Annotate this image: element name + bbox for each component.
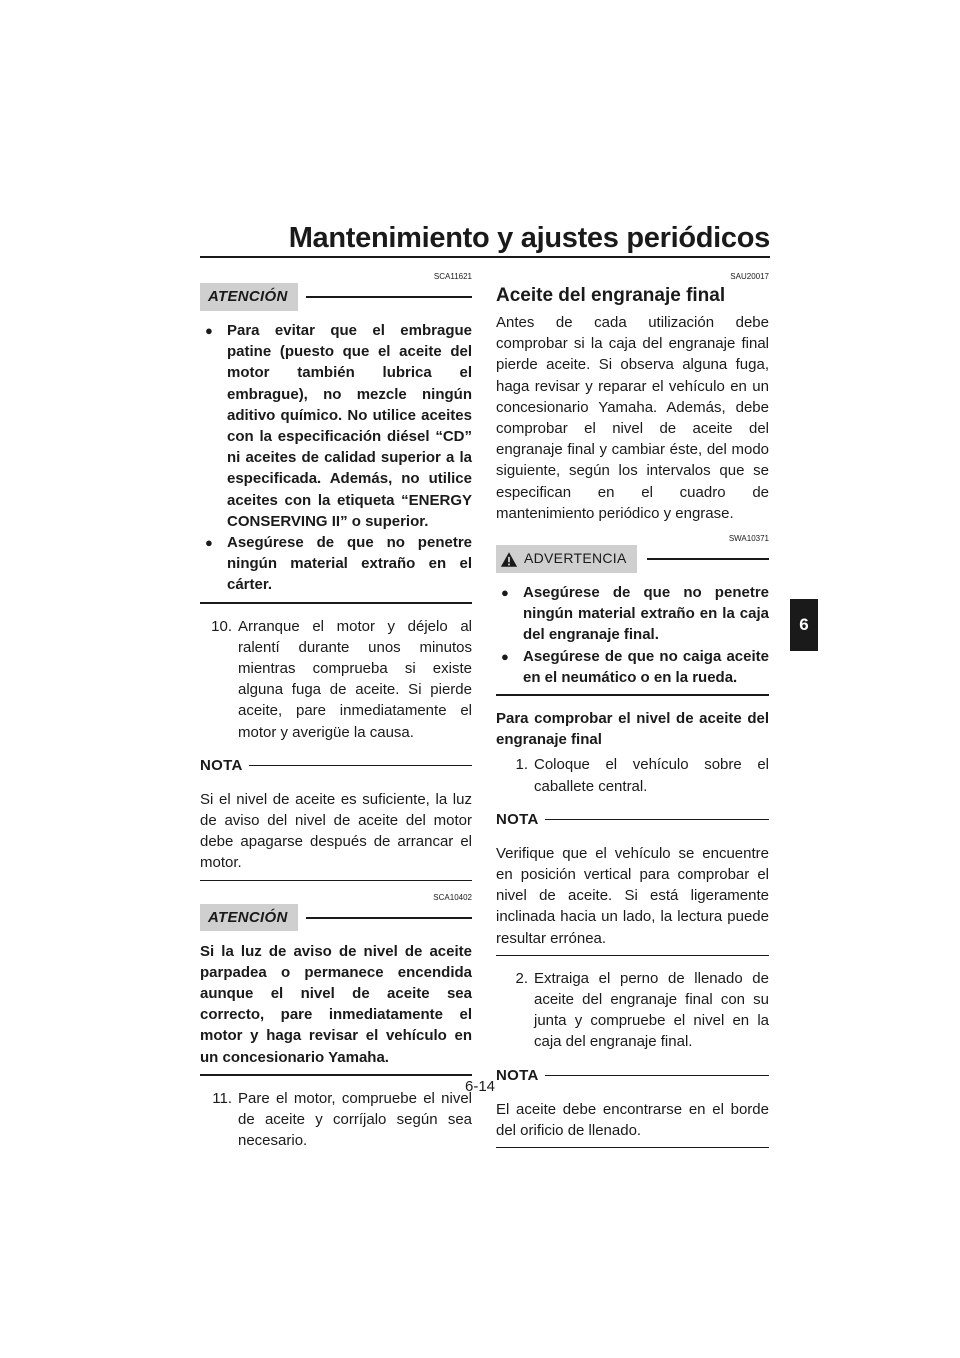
ref-code: SCA10402	[433, 892, 472, 902]
nota-label: NOTA	[496, 811, 539, 829]
header-rule	[544, 819, 769, 821]
nota-label: NOTA	[200, 757, 243, 775]
ref-code: SCA11621	[433, 272, 472, 281]
right-column: SAU20017 Aceite del engranaje final Ante…	[496, 272, 769, 1160]
nota-end-rule	[496, 1147, 769, 1149]
warning-label: ADVERTENCIA	[524, 550, 627, 567]
header-rule	[248, 765, 472, 767]
caution-item-text: Asegúrese de que no penetre ningún mater…	[227, 534, 472, 594]
nota-header: NOTA	[200, 753, 472, 779]
step-number: 11.	[212, 1089, 232, 1107]
header-rule	[646, 558, 769, 561]
warning-triangle-icon	[500, 551, 518, 567]
caution-end-rule	[200, 601, 472, 604]
bullet-icon: ●	[501, 585, 509, 601]
page-title: Mantenimiento y ajustes periódicos	[288, 222, 771, 254]
nota-text: El aceite debe encontrarse en el borde d…	[496, 1100, 769, 1139]
step-text: Extraiga el perno de llenado de aceite d…	[534, 969, 769, 1051]
warning-item: ● Asegúrese de que no caiga aceite en el…	[496, 646, 769, 688]
caution-item: ● Para evitar que el embrague patine (pu…	[200, 320, 472, 532]
step-1: 1. Coloque el vehículo sobre el caballet…	[496, 754, 769, 796]
caution-text: Si la luz de aviso de nivel de aceite pa…	[200, 942, 472, 1066]
nota-header: NOTA	[496, 1063, 769, 1089]
step-11: 11. Pare el motor, compruebe el nivel de…	[200, 1088, 472, 1152]
caution-end-rule	[200, 1073, 472, 1076]
header-rule	[305, 296, 472, 298]
warning-item-text: Asegúrese de que no penetre ningún mater…	[523, 584, 769, 644]
step-text: Pare el motor, compruebe el nivel de ace…	[238, 1089, 472, 1150]
step-2: 2. Extraiga el perno de llenado de aceit…	[496, 968, 769, 1053]
subheading: Para comprobar el nivel de aceite del en…	[496, 710, 769, 749]
caution-item-text: Para evitar que el embrague patine (pues…	[227, 322, 472, 530]
nota-header: NOTA	[496, 807, 769, 833]
step-number: 1.	[515, 756, 528, 774]
caution-label: ATENCIÓN	[200, 904, 298, 932]
page-number: 6-14	[464, 1078, 496, 1095]
step-text: Coloque el vehículo sobre el caballete c…	[534, 756, 769, 795]
nota-text: Si el nivel de aceite es suficiente, la …	[200, 790, 472, 872]
ref-code: SWA10371	[728, 534, 769, 544]
bullet-icon: ●	[205, 323, 213, 338]
step-text: Arranque el motor y déjelo al ralentí du…	[238, 617, 472, 741]
step-10: 10. Arranque el motor y déjelo al ralent…	[200, 616, 472, 743]
warning-item: ● Asegúrese de que no penetre ningún mat…	[496, 582, 769, 646]
step-number: 2.	[515, 969, 528, 987]
title-rule	[200, 256, 770, 258]
section-intro: Antes de cada utilización debe comprobar…	[496, 314, 769, 522]
caution-header: ATENCIÓN	[200, 904, 472, 932]
header-rule	[544, 1075, 769, 1077]
step-number: 10.	[211, 617, 232, 635]
warning-badge: ADVERTENCIA	[496, 545, 637, 573]
bullet-icon: ●	[205, 535, 213, 551]
warning-end-rule	[496, 694, 769, 697]
nota-end-rule	[496, 954, 769, 956]
caution-header: ATENCIÓN	[200, 283, 472, 311]
section-title: Aceite del engranaje final	[496, 285, 726, 306]
caution-item: ● Asegúrese de que no penetre ningún mat…	[200, 532, 472, 596]
nota-text: Verifique que el vehículo se encuentre e…	[496, 844, 769, 947]
warning-header: ADVERTENCIA	[496, 545, 769, 573]
left-column: SCA11621 ATENCIÓN ● Para evitar que el e…	[200, 272, 472, 1162]
nota-label: NOTA	[496, 1067, 539, 1085]
chapter-tab: 6	[790, 599, 818, 651]
nota-end-rule	[200, 879, 472, 881]
warning-item-text: Asegúrese de que no caiga aceite en el n…	[523, 647, 769, 686]
ref-code: SAU20017	[730, 272, 769, 281]
caution-label: ATENCIÓN	[200, 283, 298, 311]
header-rule	[305, 916, 472, 919]
bullet-icon: ●	[501, 648, 509, 664]
